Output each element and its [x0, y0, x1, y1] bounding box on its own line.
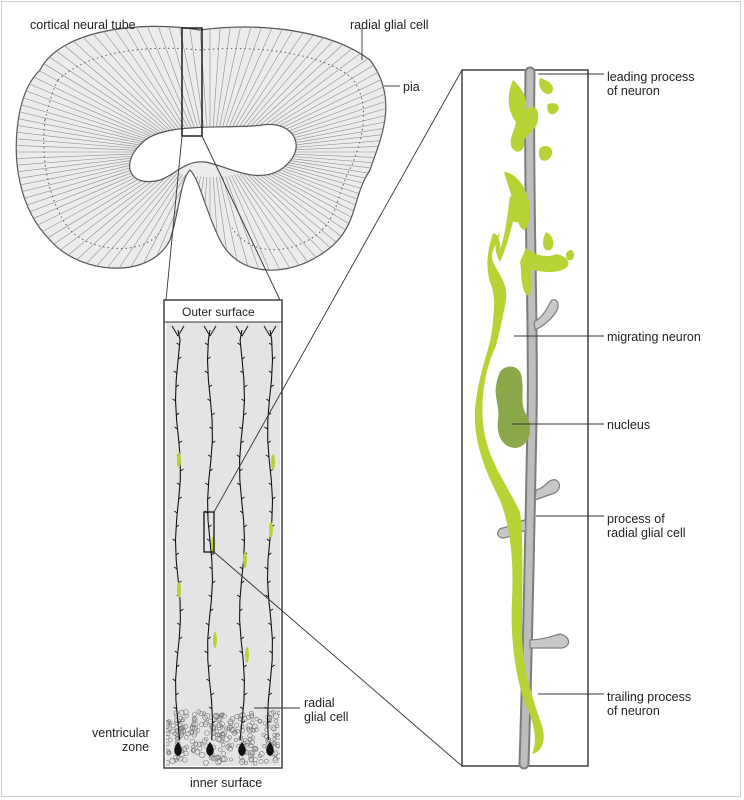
column-migrating-neuron	[271, 454, 275, 470]
column-sample-box	[203, 511, 215, 553]
column-migrating-neuron	[213, 632, 217, 648]
label-inner-surface: inner surface	[190, 776, 263, 790]
column-migrating-neuron	[243, 552, 247, 568]
label-leading-process: leading process of neuron	[607, 70, 695, 98]
radial-glial-cell-body	[174, 742, 182, 756]
label-ventricular-zone: ventricular zone	[92, 726, 150, 754]
leading-process-tip	[508, 80, 539, 152]
funnel-line-right	[201, 135, 281, 301]
cortical-neural-tube	[15, 25, 387, 271]
label-cortical-neural-tube: cortical neural tube	[30, 18, 136, 32]
cortical-column	[163, 299, 300, 769]
zoom-line-top	[213, 69, 463, 513]
neuron-body	[474, 196, 544, 754]
label-migrating-neuron: migrating neuron	[607, 330, 701, 344]
funnel-line-left	[165, 135, 183, 301]
zoom-line-bottom	[213, 551, 463, 767]
magnified-panel	[461, 66, 589, 770]
label-pia: pia	[403, 80, 420, 94]
radial-glial-fiber	[174, 329, 181, 741]
label-trailing-process: trailing process of neuron	[607, 690, 692, 718]
label-process-of-radial-glial-cell: process of radial glial cell	[607, 512, 686, 540]
radial-glial-cell-body	[206, 742, 214, 756]
label-radial-glial-cell-top: radial glial cell	[350, 18, 429, 32]
tube-sample-box	[181, 27, 203, 137]
glial-fiber	[520, 68, 536, 768]
nucleus	[495, 366, 531, 448]
column-migrating-neuron	[269, 522, 273, 538]
label-radial-glial-cell-column: radial glial cell	[304, 696, 349, 724]
column-migrating-neuron	[245, 647, 249, 663]
column-migrating-neuron	[177, 452, 181, 468]
label-nucleus: nucleus	[607, 418, 651, 432]
column-migrating-neuron	[177, 582, 181, 598]
radial-glial-fiber	[239, 329, 246, 741]
radial-glial-cell-body	[238, 742, 246, 756]
label-outer-surface: Outer surface	[182, 305, 255, 319]
radial-glial-cell-body	[266, 742, 274, 756]
radial-glial-fiber	[206, 329, 214, 741]
